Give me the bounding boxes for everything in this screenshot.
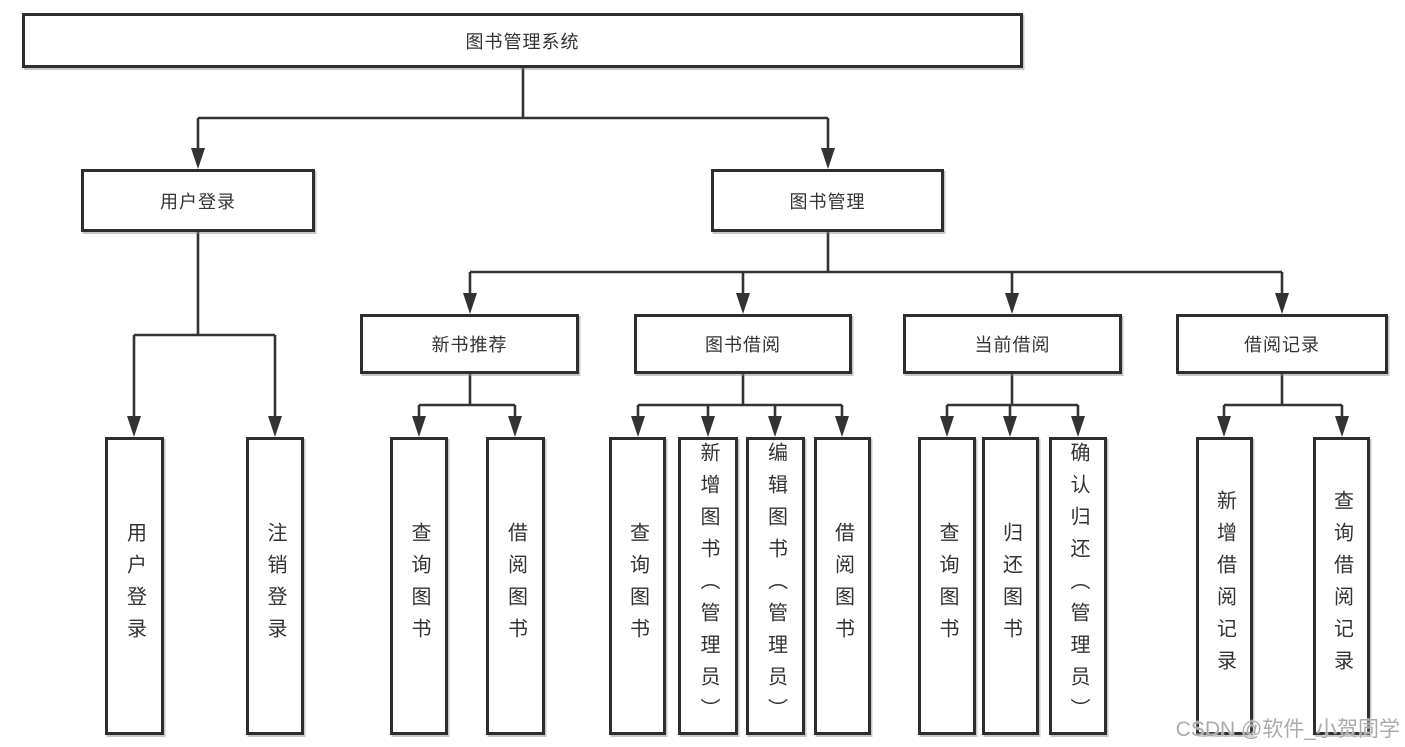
node-root: 图书管理系统 <box>22 13 1023 68</box>
csdn-watermark: CSDN @软件_小贺同学 <box>1175 718 1400 741</box>
node-user-login-label: 用户登录 <box>160 191 236 212</box>
leaf-newbook-query-books-label: 查询图书 <box>408 522 430 650</box>
node-book-management-label: 图书管理 <box>789 191 866 212</box>
leaf-record-add-borrow-record-label: 新增借阅记录 <box>1213 490 1236 682</box>
leaf-record-query-borrow-record: 查询借阅记录 <box>1313 437 1370 735</box>
node-borrow-record: 借阅记录 <box>1176 314 1388 374</box>
node-current-borrow-label: 当前借阅 <box>974 335 1051 355</box>
leaf-current-return-books: 归还图书 <box>982 437 1039 735</box>
leaf-current-return-books-label: 归还图书 <box>999 522 1022 650</box>
leaf-borrow-query-books: 查询图书 <box>609 437 666 735</box>
leaf-current-query-books: 查询图书 <box>918 437 976 735</box>
leaf-newbook-borrow-books-label: 借阅图书 <box>504 522 527 650</box>
leaf-user-login-label: 用户登录 <box>123 522 146 650</box>
leaf-logout-label: 注销登录 <box>264 522 286 650</box>
leaf-record-query-borrow-record-label: 查询借阅记录 <box>1330 490 1353 682</box>
node-book-borrow-label: 图书借阅 <box>705 335 781 355</box>
node-new-book-recommend-label: 新书推荐 <box>431 335 508 355</box>
node-book-borrow: 图书借阅 <box>634 314 852 374</box>
leaf-borrow-borrow-books-label: 借阅图书 <box>831 522 854 650</box>
node-new-book-recommend: 新书推荐 <box>360 314 579 374</box>
leaf-user-login: 用户登录 <box>105 437 164 735</box>
node-book-management: 图书管理 <box>711 169 944 232</box>
node-root-label: 图书管理系统 <box>465 31 580 52</box>
leaf-borrow-edit-books-admin: 编辑图书（管理员） <box>746 437 805 735</box>
leaf-current-confirm-return-admin-label: 确认归还（管理员） <box>1067 442 1089 730</box>
node-current-borrow: 当前借阅 <box>903 314 1122 374</box>
leaf-newbook-borrow-books: 借阅图书 <box>486 437 545 735</box>
leaf-newbook-query-books: 查询图书 <box>390 437 448 735</box>
leaf-current-confirm-return-admin: 确认归还（管理员） <box>1049 437 1107 735</box>
leaf-logout: 注销登录 <box>246 437 304 735</box>
leaf-borrow-edit-books-admin-label: 编辑图书（管理员） <box>764 442 787 730</box>
leaf-borrow-add-books-admin-label: 新增图书（管理员） <box>697 442 719 730</box>
leaf-borrow-add-books-admin: 新增图书（管理员） <box>678 437 738 735</box>
leaf-current-query-books-label: 查询图书 <box>936 522 958 650</box>
leaf-record-add-borrow-record: 新增借阅记录 <box>1196 437 1253 735</box>
leaf-borrow-query-books-label: 查询图书 <box>626 522 649 650</box>
leaf-borrow-borrow-books: 借阅图书 <box>814 437 871 735</box>
node-user-login: 用户登录 <box>81 169 315 232</box>
node-borrow-record-label: 借阅记录 <box>1244 335 1320 355</box>
